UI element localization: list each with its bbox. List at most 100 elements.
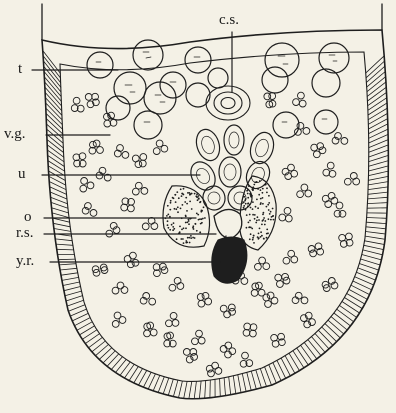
- stipple-dot: [201, 222, 203, 224]
- cell-cluster: [132, 182, 147, 195]
- stipple-dot: [259, 180, 261, 182]
- cluster-cell: [73, 97, 80, 104]
- cluster-cell: [283, 277, 290, 284]
- cluster-cell: [288, 164, 295, 171]
- cluster-cell: [130, 252, 137, 259]
- stipple-dot: [185, 216, 187, 218]
- cluster-cell: [301, 297, 308, 304]
- label-cs: c.s.: [219, 13, 239, 28]
- stipple-dot: [170, 202, 172, 204]
- stipple-dot: [263, 217, 265, 219]
- stipple-dot: [261, 235, 263, 237]
- stipple-dot: [263, 238, 265, 240]
- cell-cluster: [153, 140, 168, 154]
- stipple-dot: [169, 216, 171, 218]
- stipple-dot: [177, 211, 179, 213]
- stipple-dot: [195, 223, 197, 225]
- stipple-dot: [268, 209, 270, 211]
- cell-cluster: [297, 184, 312, 198]
- stipple-dot: [167, 205, 169, 207]
- stipple-dot: [170, 200, 172, 202]
- label-rs: r.s.: [16, 226, 34, 241]
- stipple-dot: [264, 224, 266, 226]
- cluster-cell: [135, 182, 142, 189]
- stipple-dot: [172, 229, 174, 231]
- label-yr: y.r.: [16, 254, 34, 269]
- stipple-dot: [198, 197, 200, 199]
- stipple-dot: [258, 219, 260, 221]
- stipple-dot: [262, 219, 264, 221]
- cell-cluster: [164, 332, 176, 347]
- cell-cluster: [169, 277, 184, 291]
- cell-cluster: [112, 282, 128, 294]
- cluster-cell: [172, 320, 179, 327]
- stipple-dot: [246, 190, 248, 192]
- stipple-dot: [257, 207, 259, 209]
- stipple-dot: [266, 229, 268, 231]
- cell-cluster: [240, 352, 253, 367]
- stipple-dot: [244, 199, 246, 201]
- stipple-dot: [253, 242, 255, 244]
- label-t: t: [18, 62, 22, 77]
- stipple-dot: [196, 196, 198, 198]
- cluster-cell: [350, 173, 357, 180]
- cluster-cell: [79, 153, 86, 160]
- stipple-dot: [167, 214, 169, 216]
- cluster-cell: [202, 292, 209, 299]
- cell-cluster: [323, 162, 336, 177]
- stipple-dot: [267, 232, 269, 234]
- cell-cluster: [322, 192, 337, 207]
- stipple-dot: [186, 203, 188, 205]
- cluster-cell: [196, 330, 203, 337]
- cell-cluster: [144, 322, 158, 337]
- stipple-dot: [255, 206, 257, 208]
- stipple-dot: [249, 214, 251, 216]
- stipple-dot: [252, 208, 254, 210]
- cell-cluster: [292, 292, 308, 303]
- stipple-dot: [171, 224, 173, 226]
- stipple-dot: [194, 193, 196, 195]
- cluster-cell: [346, 233, 353, 240]
- stipple-dot: [173, 222, 175, 224]
- stipple-dot: [253, 235, 255, 237]
- stipple-dot: [260, 189, 262, 191]
- cluster-cell: [269, 93, 276, 100]
- stipple-dot: [267, 204, 269, 206]
- cluster-cell: [169, 284, 176, 291]
- cluster-cell: [73, 154, 80, 161]
- cluster-cell: [190, 349, 197, 356]
- cluster-cell: [288, 250, 295, 257]
- cell-cluster: [255, 257, 270, 270]
- stipple-dot: [254, 214, 256, 216]
- cluster-cell: [122, 152, 129, 159]
- cluster-cell: [327, 162, 334, 169]
- stipple-dot: [262, 197, 264, 199]
- cluster-cell: [251, 290, 258, 297]
- cluster-cell: [81, 178, 88, 185]
- cell-cluster: [282, 164, 298, 179]
- cell-cluster: [344, 173, 359, 186]
- cluster-cell: [336, 202, 343, 209]
- cluster-cell: [149, 298, 156, 305]
- stipple-dot: [185, 227, 187, 229]
- stipple-dot: [191, 193, 193, 195]
- stipple-dot: [272, 208, 274, 210]
- cluster-cell: [255, 263, 262, 270]
- stipple-dot: [168, 227, 170, 229]
- cluster-cell: [317, 143, 324, 150]
- stipple-dot: [181, 195, 183, 197]
- stipple-dot: [260, 231, 262, 233]
- cluster-cell: [228, 304, 235, 311]
- uterus-eggs: [186, 125, 277, 212]
- stipple-dot: [260, 202, 262, 204]
- stipple-dot: [273, 219, 275, 221]
- cluster-cell: [198, 337, 205, 344]
- stipple-dot: [176, 238, 178, 240]
- stipple-dot: [255, 222, 257, 224]
- stipple-dot: [190, 235, 192, 237]
- receptaculum-seminis: [214, 209, 242, 238]
- cluster-cell: [177, 283, 184, 290]
- stipple-dot: [179, 226, 181, 228]
